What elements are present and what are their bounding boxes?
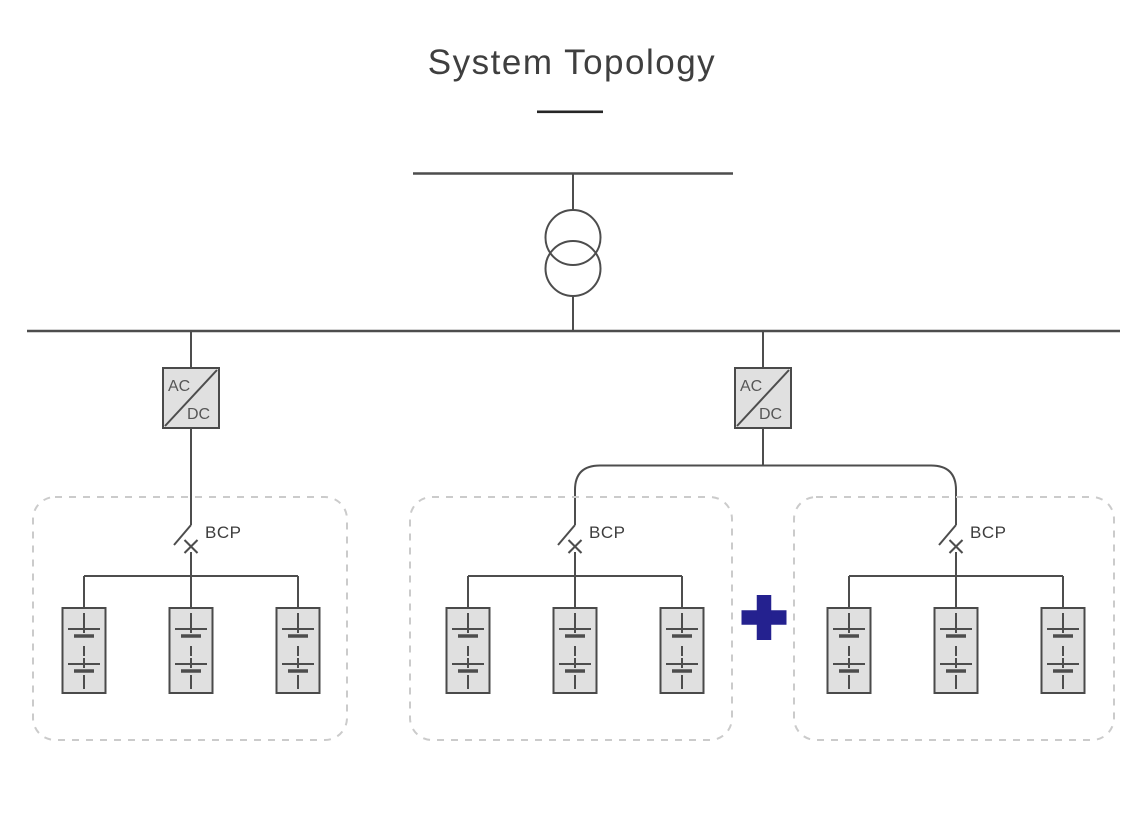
plus-icon — [741, 595, 787, 640]
converter-dc-label: DC — [759, 406, 782, 423]
title-underline — [537, 110, 603, 114]
bcp-label: BCP — [205, 523, 241, 542]
battery-group-1: BCP — [32, 496, 348, 741]
transformer-icon — [544, 240, 602, 297]
converter-diagonal — [736, 369, 790, 427]
battery-module — [444, 606, 492, 695]
battery-group-boundary — [32, 496, 348, 741]
battery-module — [60, 606, 108, 695]
converter-ac-label: AC — [740, 378, 762, 395]
converter-dc-label: DC — [187, 406, 210, 423]
converter-left: AC DC — [162, 331, 220, 525]
converter-ac-label: AC — [168, 378, 190, 395]
converter-right: AC DC — [574, 331, 957, 525]
battery-group-boundary — [793, 496, 1115, 741]
bcp-label: BCP — [970, 523, 1006, 542]
transformer-icon — [544, 209, 602, 266]
battery-module — [825, 606, 873, 695]
dc-split-connector — [574, 428, 957, 525]
battery-group-3: BCP — [793, 496, 1115, 741]
page-title: System Topology — [428, 43, 716, 82]
battery-module — [274, 606, 322, 695]
bcp-breaker-icon — [173, 524, 199, 577]
battery-module — [551, 606, 599, 695]
bcp-breaker-icon — [557, 524, 583, 577]
battery-group-boundary — [409, 496, 733, 741]
battery-group-2: BCP — [409, 496, 733, 741]
battery-module — [658, 606, 706, 695]
battery-module — [1039, 606, 1087, 695]
converter-diagonal — [164, 369, 218, 427]
battery-module — [167, 606, 215, 695]
grid-and-transformer — [27, 172, 1120, 333]
battery-module — [932, 606, 980, 695]
bcp-label: BCP — [589, 523, 625, 542]
bcp-breaker-icon — [938, 524, 964, 577]
